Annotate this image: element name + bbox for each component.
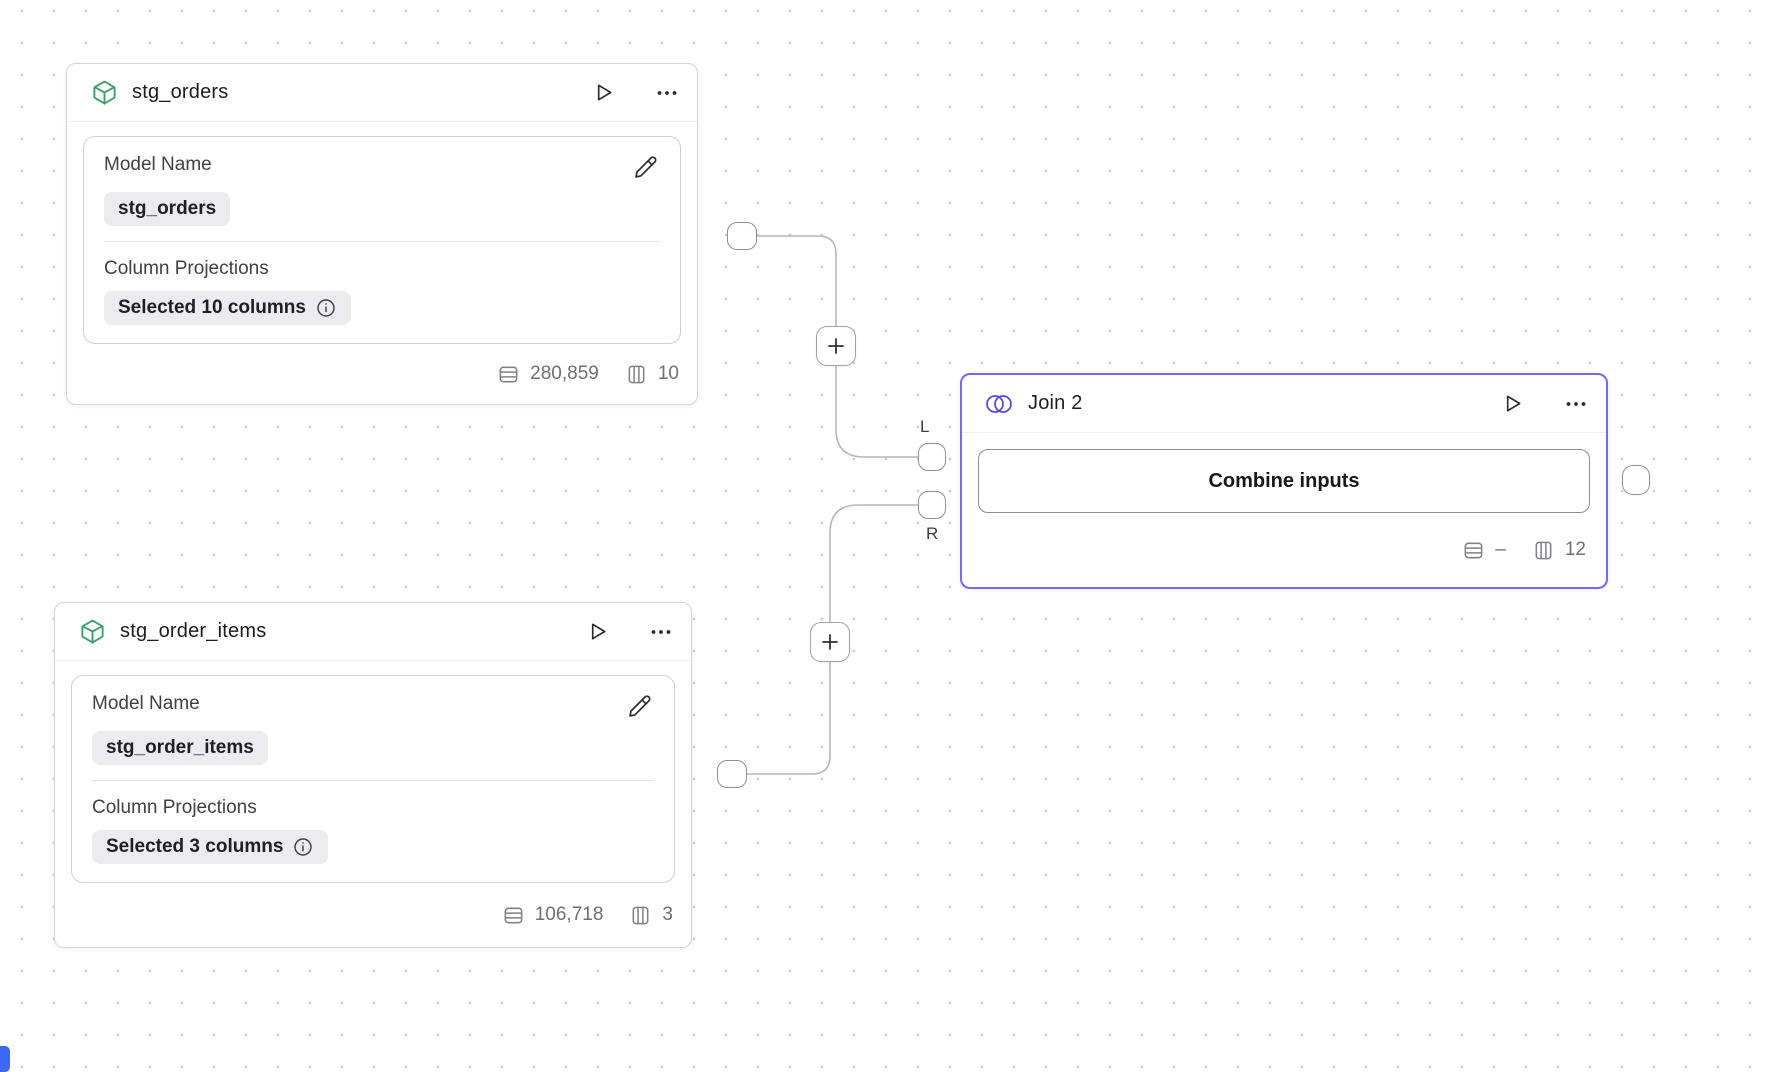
pencil-icon — [629, 695, 651, 717]
corner-widget[interactable] — [0, 1046, 10, 1072]
card-divider — [104, 241, 660, 242]
rows-count-icon — [499, 366, 518, 382]
node-join-2[interactable]: Join 2 Combine inputs – 12 — [960, 373, 1608, 589]
ellipsis-icon — [1566, 401, 1586, 406]
node-body: Model Name stg_order_items Column Projec… — [55, 661, 691, 883]
node-header: stg_orders — [67, 64, 697, 122]
ellipsis-icon — [657, 90, 677, 95]
rows-count-icon — [504, 907, 523, 923]
model-name-chip: stg_order_items — [92, 731, 268, 765]
column-count-stat: 12 — [1532, 539, 1586, 562]
node-header: stg_order_items — [55, 603, 691, 661]
row-count-stat: 106,718 — [502, 904, 604, 927]
info-icon[interactable] — [292, 836, 314, 858]
model-name-value: stg_orders — [118, 198, 217, 219]
node-stg-orders[interactable]: stg_orders Model Name stg_orders Column … — [66, 63, 698, 405]
row-count-value: 280,859 — [530, 363, 599, 384]
combine-inputs-button[interactable]: Combine inputs — [978, 449, 1590, 513]
node-footer: 280,859 10 — [67, 344, 697, 404]
node-config-card: Model Name stg_orders Column Projections… — [83, 136, 681, 344]
plus-icon — [822, 634, 838, 650]
column-count-stat: 10 — [625, 363, 679, 386]
venn-join-icon — [984, 391, 1014, 417]
card-divider — [92, 780, 654, 781]
info-icon[interactable] — [315, 297, 337, 319]
play-icon — [1506, 395, 1521, 412]
row-count-stat: 280,859 — [497, 363, 599, 386]
column-projections-chip: Selected 10 columns — [104, 291, 351, 325]
column-count-stat: 3 — [629, 904, 673, 927]
columns-count-icon — [628, 365, 645, 383]
add-node-on-edge-button-bottom[interactable] — [810, 622, 850, 662]
join-right-input-label: R — [926, 524, 939, 543]
node-menu-button[interactable] — [647, 618, 675, 646]
output-port-stg-order-items[interactable] — [717, 760, 747, 788]
field-label-model-name: Model Name — [92, 693, 200, 714]
rows-count-icon — [1464, 542, 1483, 558]
node-header: Join 2 — [962, 375, 1606, 433]
column-projections-value: Selected 10 columns — [118, 297, 306, 318]
model-name-value: stg_order_items — [106, 737, 254, 758]
field-label-column-projections: Column Projections — [104, 258, 269, 279]
node-footer: 106,718 3 — [55, 883, 691, 947]
node-stg-order-items[interactable]: stg_order_items Model Name stg_order_ite… — [54, 602, 692, 948]
add-node-on-edge-button-top[interactable] — [816, 326, 856, 366]
column-count-value: 10 — [657, 363, 679, 384]
row-count-value: – — [1495, 539, 1506, 560]
columns-count-icon — [1535, 541, 1552, 559]
node-body: Model Name stg_orders Column Projections… — [67, 122, 697, 344]
row-count-value: 106,718 — [534, 904, 604, 925]
play-icon — [597, 84, 612, 101]
output-port-stg-orders[interactable] — [727, 222, 757, 250]
row-count-stat: – — [1462, 539, 1506, 562]
join-left-input-label: L — [920, 417, 930, 436]
node-config-card: Model Name stg_order_items Column Projec… — [71, 675, 675, 883]
run-node-button[interactable] — [590, 79, 617, 106]
node-title: stg_orders — [132, 81, 229, 103]
column-projections-chip: Selected 3 columns — [92, 830, 329, 864]
field-label-column-projections: Column Projections — [92, 797, 257, 818]
edit-model-name-button[interactable] — [631, 153, 660, 182]
input-port-join-right[interactable] — [918, 491, 946, 519]
node-menu-button[interactable] — [653, 79, 681, 107]
play-icon — [591, 623, 606, 640]
output-port-join[interactable] — [1622, 465, 1650, 495]
cube-icon — [79, 618, 106, 645]
input-port-join-left[interactable] — [918, 443, 946, 471]
pencil-icon — [635, 156, 657, 178]
node-title: Join 2 — [1028, 392, 1083, 414]
column-count-value: 3 — [662, 904, 673, 925]
node-menu-button[interactable] — [1562, 390, 1590, 418]
edit-model-name-button[interactable] — [625, 692, 654, 721]
model-name-chip: stg_orders — [104, 192, 231, 226]
run-node-button[interactable] — [584, 618, 611, 645]
column-projections-value: Selected 3 columns — [106, 836, 284, 857]
cube-icon — [91, 79, 118, 106]
field-label-model-name: Model Name — [104, 154, 212, 175]
ellipsis-icon — [651, 629, 671, 634]
run-node-button[interactable] — [1499, 390, 1526, 417]
plus-icon — [828, 338, 844, 354]
columns-count-icon — [632, 906, 649, 924]
node-footer: – 12 — [962, 513, 1606, 587]
column-count-value: 12 — [1564, 539, 1586, 560]
node-title: stg_order_items — [120, 620, 267, 642]
